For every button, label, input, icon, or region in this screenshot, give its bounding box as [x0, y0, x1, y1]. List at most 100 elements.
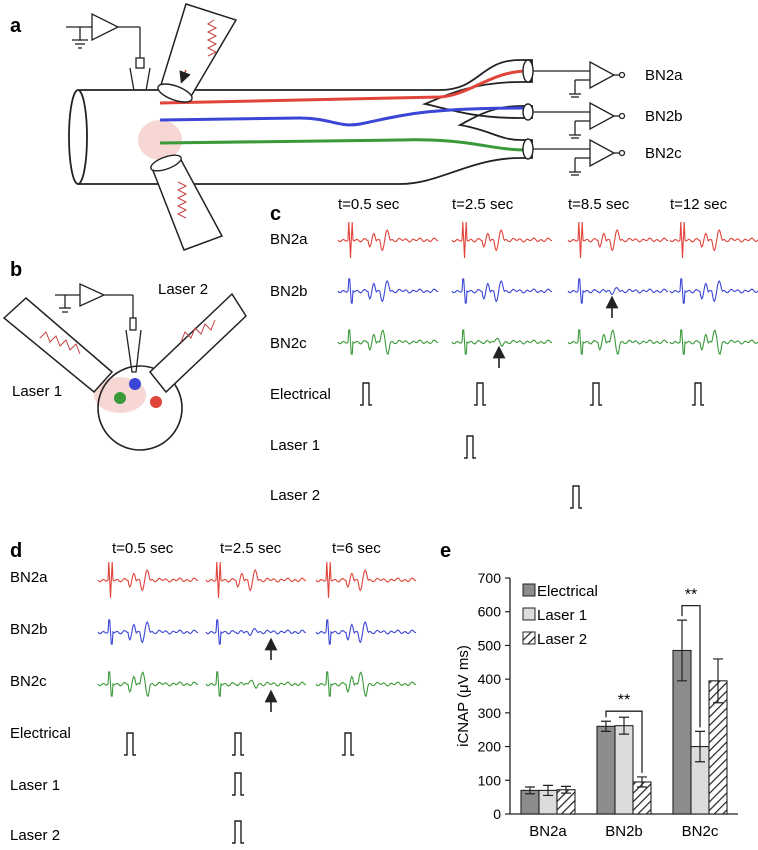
- panel-c-row-laser-1: Laser 1: [270, 437, 320, 454]
- panel-c-trace: [669, 278, 758, 304]
- bar: [596, 725, 616, 815]
- panel-d: d t=0.5 sec t=2.5 sec t=6 sec BN2a BN2b …: [10, 540, 417, 844]
- panel-c-time-4: t=12 sec: [670, 196, 728, 213]
- panel-c-letter: c: [270, 203, 281, 225]
- panel-d-trace: [205, 561, 307, 599]
- error-bar: [525, 786, 535, 795]
- panel-c-trace: [669, 329, 758, 356]
- significance-bracket: [681, 604, 701, 728]
- error-bar: [713, 658, 723, 704]
- panel-b-amplifier: [55, 282, 142, 373]
- legend-swatch: [522, 607, 536, 621]
- laser-fiber-top: [157, 3, 238, 103]
- panel-b-laser-2-label: Laser 2: [158, 281, 208, 298]
- panel-d-trace: [97, 619, 199, 645]
- panel-b: b Laser 1 Laser 2: [2, 259, 247, 451]
- panel-c-trace: [451, 329, 553, 355]
- panel-c-trace: [669, 221, 758, 259]
- panel-a-label-bn2a: BN2a: [645, 67, 683, 84]
- panel-d-row-bn2a: BN2a: [10, 569, 48, 586]
- panel-c-arrows: [492, 295, 619, 368]
- panel-c-row-bn2b: BN2b: [270, 283, 308, 300]
- panel-c-electrical-pulse: [692, 382, 704, 406]
- legend-swatch: [522, 583, 536, 597]
- panel-b-laser-2-fiber: [148, 292, 247, 394]
- panel-a: a: [10, 3, 683, 251]
- panel-c-traces: [337, 221, 758, 509]
- y-tick-label: 300: [478, 705, 502, 721]
- significance-bracket: [605, 710, 643, 773]
- panel-b-laser-1-label: Laser 1: [12, 383, 62, 400]
- panel-a-label-bn2b: BN2b: [645, 108, 683, 125]
- panel-c-laser-2-pulse: [570, 485, 582, 509]
- y-tick-label: 0: [493, 806, 501, 822]
- panel-c-trace: [337, 221, 439, 259]
- panel-d-trace: [315, 671, 417, 698]
- error-bar: [601, 720, 611, 732]
- panel-d-row-bn2c: BN2c: [10, 673, 47, 690]
- panel-c: c t=0.5 sec t=2.5 sec t=8.5 sec t=12 sec…: [270, 196, 758, 509]
- panel-d-traces: [97, 561, 417, 844]
- panel-e-letter: e: [440, 540, 451, 562]
- bar: [614, 725, 634, 815]
- legend-swatch: [522, 631, 536, 645]
- y-tick-label: 200: [478, 739, 502, 755]
- panel-d-trace: [315, 561, 417, 599]
- panel-d-trace: [97, 561, 199, 599]
- panel-d-trace: [315, 619, 417, 645]
- y-axis-label: iCNAP (μV ms): [455, 645, 472, 747]
- x-tick-label: BN2a: [529, 823, 567, 840]
- panel-c-trace: [451, 278, 553, 304]
- legend-label: Laser 2: [537, 631, 587, 648]
- panel-c-time-2: t=2.5 sec: [452, 196, 514, 213]
- panel-d-row-electrical: Electrical: [10, 725, 71, 742]
- panel-c-trace: [451, 221, 553, 259]
- panel-d-trace: [97, 671, 199, 698]
- panel-b-nerve-cross-section: [94, 365, 183, 451]
- panel-d-time-1: t=0.5 sec: [112, 540, 174, 557]
- panel-d-trace: [205, 671, 307, 697]
- error-bar: [543, 784, 553, 797]
- panel-d-electrical-pulse: [232, 732, 244, 756]
- laser-fiber-bottom: [150, 154, 224, 251]
- panel-c-trace: [567, 221, 669, 259]
- panel-d-time-2: t=2.5 sec: [220, 540, 282, 557]
- y-tick-label: 100: [478, 772, 502, 788]
- panel-c-electrical-pulse: [474, 382, 486, 406]
- panel-d-electrical-pulse: [342, 732, 354, 756]
- x-tick-label: BN2b: [605, 823, 643, 840]
- error-bar: [637, 776, 647, 788]
- panel-a-letter: a: [10, 15, 22, 37]
- panel-c-row-bn2a: BN2a: [270, 231, 308, 248]
- panel-c-time-3: t=8.5 sec: [568, 196, 630, 213]
- panel-c-time-1: t=0.5 sec: [338, 196, 400, 213]
- panel-d-letter: d: [10, 540, 22, 562]
- error-bar: [619, 716, 629, 735]
- error-bar: [695, 730, 705, 763]
- panel-c-row-laser-2: Laser 2: [270, 487, 320, 504]
- y-tick-label: 400: [478, 671, 502, 687]
- x-tick-label: BN2c: [682, 823, 719, 840]
- legend-label: Laser 1: [537, 607, 587, 624]
- panel-c-electrical-pulse: [360, 382, 372, 406]
- panel-c-laser-1-pulse: [464, 435, 476, 459]
- panel-b-letter: b: [10, 259, 22, 281]
- error-bar: [677, 619, 687, 682]
- panel-d-electrical-pulse: [124, 732, 136, 756]
- legend-label: Electrical: [537, 583, 598, 600]
- y-tick-label: 500: [478, 637, 502, 653]
- panel-d-trace: [205, 619, 307, 645]
- recording-amplifier: [66, 12, 141, 49]
- error-bar: [561, 785, 571, 794]
- panel-d-row-bn2b: BN2b: [10, 621, 48, 638]
- panel-c-trace: [337, 329, 439, 356]
- panel-d-time-3: t=6 sec: [332, 540, 381, 557]
- panel-c-row-electrical: Electrical: [270, 386, 331, 403]
- panel-d-row-laser-2: Laser 2: [10, 827, 60, 844]
- significance-label: **: [685, 587, 697, 604]
- panel-d-row-laser-1: Laser 1: [10, 777, 60, 794]
- significance-label: **: [618, 692, 630, 709]
